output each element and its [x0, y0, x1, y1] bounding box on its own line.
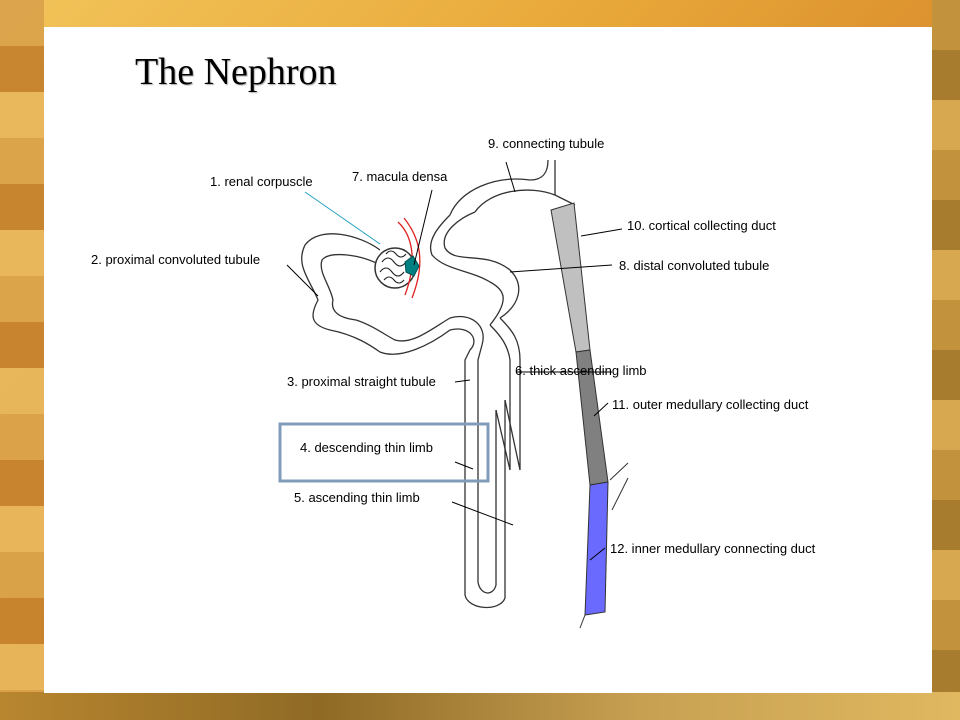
background-frame-bottom — [0, 692, 960, 720]
label-renal-corpuscle: 1. renal corpuscle — [210, 174, 313, 189]
macula-densa — [404, 255, 420, 277]
label-macula-densa: 7. macula densa — [352, 169, 448, 184]
label-distal-convoluted-tubule: 8. distal convoluted tubule — [619, 258, 769, 273]
label-connecting-tubule: 9. connecting tubule — [488, 136, 604, 151]
label-inner-medullary-connecting-duct: 12. inner medullary connecting duct — [610, 541, 816, 556]
highlight-box — [278, 422, 490, 483]
background-frame-right — [932, 0, 960, 720]
label-thick-ascending-limb: 6. thick ascending limb — [515, 363, 647, 378]
cortical-collecting-duct — [550, 202, 591, 353]
label-cortical-collecting-duct: 10. cortical collecting duct — [627, 218, 776, 233]
inner-medullary-collecting-duct — [584, 481, 609, 616]
label-proximal-straight-tubule: 3. proximal straight tubule — [287, 374, 436, 389]
leader-lines — [286, 161, 623, 561]
slide-canvas — [44, 27, 932, 693]
label-proximal-convoluted-tubule: 2. proximal convoluted tubule — [91, 252, 260, 267]
background-frame-left — [0, 0, 44, 720]
label-descending-thin-limb: 4. descending thin limb — [300, 440, 433, 455]
renal-corpuscle — [374, 247, 416, 289]
afferent-arteriole — [397, 217, 421, 299]
nephron-tubule — [301, 159, 576, 609]
label-ascending-thin-limb: 5. ascending thin limb — [294, 490, 420, 505]
slide-title: The Nephron — [135, 51, 337, 93]
label-outer-medullary-collecting-duct: 11. outer medullary collecting duct — [612, 397, 809, 412]
